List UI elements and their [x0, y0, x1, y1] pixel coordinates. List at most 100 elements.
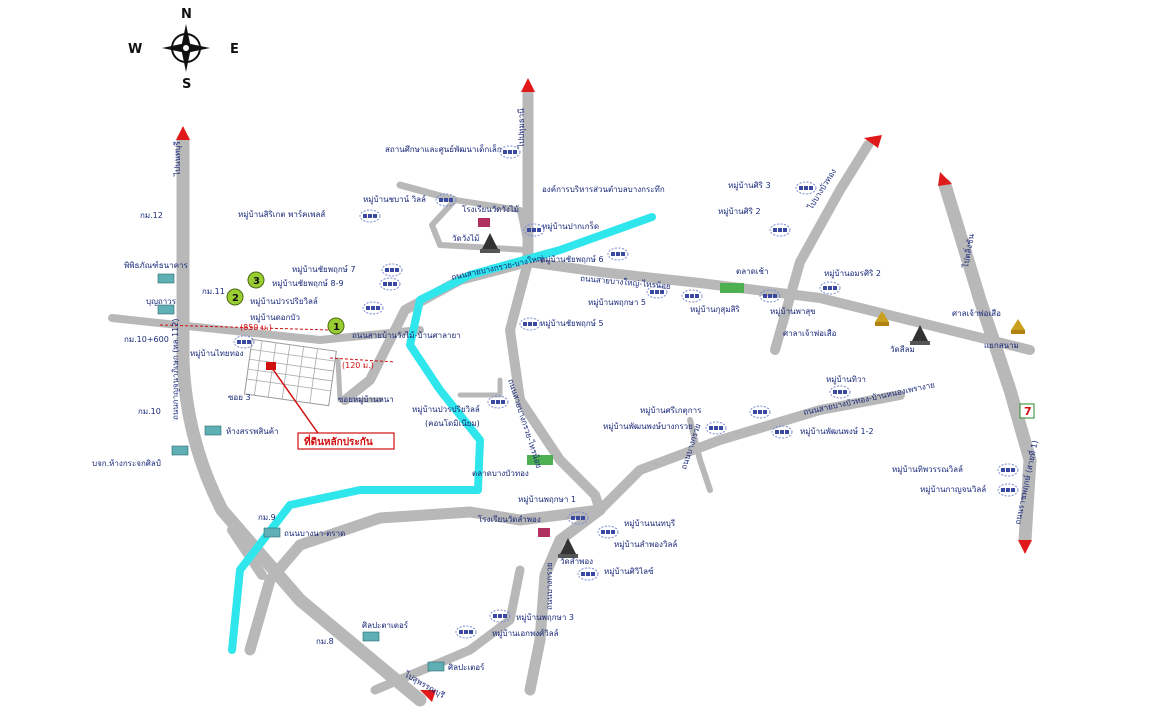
label: โรงเรียนวัดสำพอง	[478, 514, 541, 524]
label: วัดสีลม	[890, 345, 915, 354]
village-icon	[523, 223, 545, 237]
road-lower-left	[244, 504, 606, 656]
label: กม.9	[258, 513, 276, 522]
village-icon	[997, 463, 1019, 477]
road-lower-left2	[370, 565, 525, 695]
compass-s: S	[182, 77, 191, 92]
label: ตลาดบางบัวทอง	[472, 469, 529, 478]
label: บจก.ห้างกระจกศิลป์	[92, 458, 161, 468]
label: สถานศึกษาและศูนย์พัฒนาเด็กเล็ก	[385, 144, 502, 155]
roads	[108, 86, 1037, 707]
road-right-top	[770, 140, 873, 355]
road-soi	[335, 357, 383, 403]
village-icon	[567, 511, 589, 525]
label: กม.10	[138, 407, 161, 416]
road-left-lower	[227, 525, 267, 580]
arrow-bottom	[420, 690, 436, 702]
market-icons: 7	[478, 218, 1035, 537]
road-label: ไปนนทบุรี	[173, 141, 182, 177]
shrine-icon	[1011, 319, 1025, 334]
label: หมู่บ้านทิวา	[826, 375, 866, 385]
label: บุญถาวร	[146, 297, 177, 306]
label: หมู่บ้านศิริ 2	[718, 207, 761, 217]
road-label: ถนนบางกรวย	[545, 562, 554, 610]
label: หมู่บ้านสิริเกต พาร์คเพลส์	[238, 209, 325, 220]
building-icons	[157, 273, 445, 672]
target-box	[297, 432, 395, 450]
arrow-right-long-top	[938, 172, 952, 186]
road-label: ถนนกาญจนาภิเษก (ทล.112)	[171, 319, 180, 420]
arrow-right-bottom	[1018, 540, 1032, 554]
label: หมู่บ้านปวรปริยวิลล์	[412, 404, 480, 415]
road-south-main	[524, 504, 606, 696]
label: (คอนโดมิเนียม)	[425, 418, 480, 428]
village-icon	[381, 263, 403, 277]
label: หมู่บ้านกาญจนวิลล์	[920, 484, 986, 495]
road-kanchanaphisek	[176, 133, 427, 707]
label: หมู่บ้านปวรปริยวิลล์	[250, 296, 318, 307]
label: หมู่บ้านสำพองวิลล์	[614, 539, 677, 550]
village-icon	[705, 421, 727, 435]
road-soi2	[457, 377, 503, 398]
building-icon	[171, 445, 189, 456]
label: หมู่บ้านศิวิไลซ์	[604, 566, 654, 577]
village-icon	[487, 395, 509, 409]
label: หมู่บ้านศรีเกตุการ	[640, 406, 702, 416]
road-small-east	[687, 417, 713, 493]
label: หมู่บ้านพัฒนพงษ์บางกรวย	[603, 421, 693, 432]
village-icon	[771, 425, 793, 439]
label: หมู่บ้านชัยพฤกษ์ 6	[540, 254, 604, 265]
compass-n: N	[181, 7, 192, 22]
shrine-icon	[875, 311, 889, 326]
building-icon	[263, 527, 281, 538]
village-icon	[379, 277, 401, 291]
road-center-ul	[396, 181, 459, 204]
label: ศาลเจ้าพ่อเสือ	[952, 309, 1001, 318]
marker-1: 1	[327, 317, 345, 335]
compass: N S E W	[128, 7, 239, 92]
label: หมู่บ้านดอกบัว	[250, 313, 300, 323]
label: หมู่บ้านปากเกร็ด	[542, 221, 599, 232]
temple-icon	[480, 233, 500, 253]
village-icon	[577, 567, 599, 581]
marker-2: 2	[226, 288, 244, 306]
village-icon	[499, 145, 521, 159]
thai-thong-village-grid	[243, 338, 337, 407]
village-icon	[769, 223, 791, 237]
label: ศิลปะตาเตอร์	[362, 620, 409, 630]
label: ห้างสรรพสินค้า	[226, 427, 279, 436]
label: กม.12	[140, 211, 163, 220]
label: กม.11	[202, 287, 225, 296]
road-label: ถนนสายบางบัวทอง-บ้านหนองเพรางาย	[803, 380, 936, 417]
village-icon	[749, 405, 771, 419]
road-lower-right	[595, 390, 905, 515]
road-right-long	[938, 178, 1037, 547]
building-icon	[157, 304, 175, 315]
village-icon	[435, 193, 457, 207]
village-icon	[597, 525, 619, 539]
arrow-top-mid	[521, 78, 535, 92]
label: หมู่บ้านทิพวรรณวิลล์	[892, 464, 963, 475]
label: ตลาดเช้า	[736, 267, 768, 276]
school-icon	[538, 528, 550, 537]
temple-icon	[558, 538, 578, 558]
label: ศาลาเจ้าพ่อเสือ	[783, 329, 837, 338]
seven-eleven-icon	[1019, 403, 1035, 419]
label: หมู่บ้านพฤกษา 1	[518, 495, 576, 505]
marker-2-label: 2	[232, 293, 239, 304]
village-icon	[489, 609, 511, 623]
road-central-south	[505, 257, 605, 515]
label: หมู่บ้านกุสุมสิริ	[690, 305, 740, 315]
village-icon	[759, 289, 781, 303]
village-icon	[607, 247, 629, 261]
road-center-right	[523, 257, 1035, 355]
marker-3: 3	[247, 271, 265, 289]
compass-e: E	[230, 42, 239, 57]
road-arrows	[176, 78, 1032, 702]
label: กม.10+600	[124, 335, 169, 344]
label: ซอย 3	[228, 393, 251, 402]
compass-w: W	[128, 42, 142, 57]
village-icon	[519, 317, 541, 331]
